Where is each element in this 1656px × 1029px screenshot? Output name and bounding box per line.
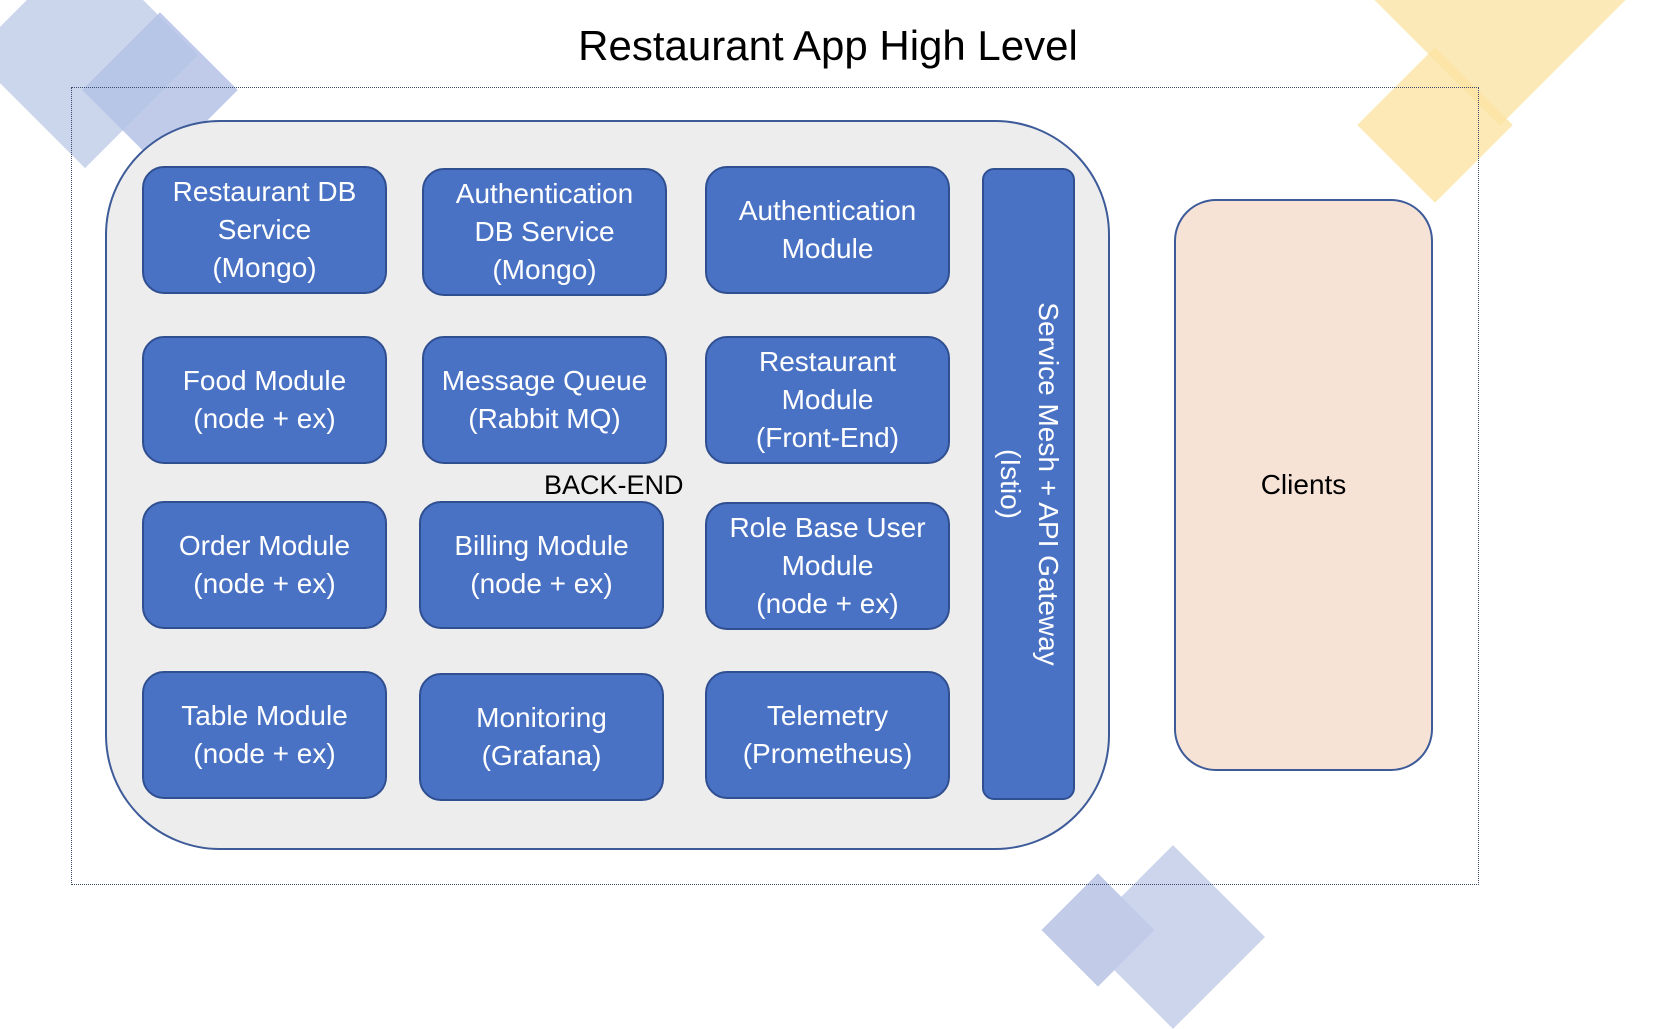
service-mesh-gateway-box: Service Mesh + API Gateway (Istio)	[982, 168, 1075, 800]
restaurant-module-box: Restaurant Module (Front-End)	[705, 336, 950, 464]
service-mesh-gateway-label: Service Mesh + API Gateway (Istio)	[994, 302, 1064, 666]
page-title: Restaurant App High Level	[578, 22, 1078, 69]
outer-frame	[71, 87, 1479, 885]
clients-box: Clients	[1174, 199, 1433, 771]
authentication-db-service-box: Authentication DB Service (Mongo)	[422, 168, 667, 296]
clients-label: Clients	[1260, 469, 1347, 500]
role-base-user-module-box: Role Base User Module (node + ex)	[705, 502, 950, 630]
backend-label: BACK-END	[542, 469, 686, 501]
restaurant-db-service-box: Restaurant DB Service (Mongo)	[142, 166, 387, 294]
order-module-box: Order Module (node + ex)	[142, 501, 387, 629]
food-module-box: Food Module (node + ex)	[142, 336, 387, 464]
message-queue-box: Message Queue (Rabbit MQ)	[422, 336, 667, 464]
table-module-box: Table Module (node + ex)	[142, 671, 387, 799]
authentication-module-box: Authentication Module	[705, 166, 950, 294]
billing-module-box: Billing Module (node + ex)	[419, 501, 664, 629]
monitoring-box: Monitoring (Grafana)	[419, 673, 664, 801]
telemetry-box: Telemetry (Prometheus)	[705, 671, 950, 799]
